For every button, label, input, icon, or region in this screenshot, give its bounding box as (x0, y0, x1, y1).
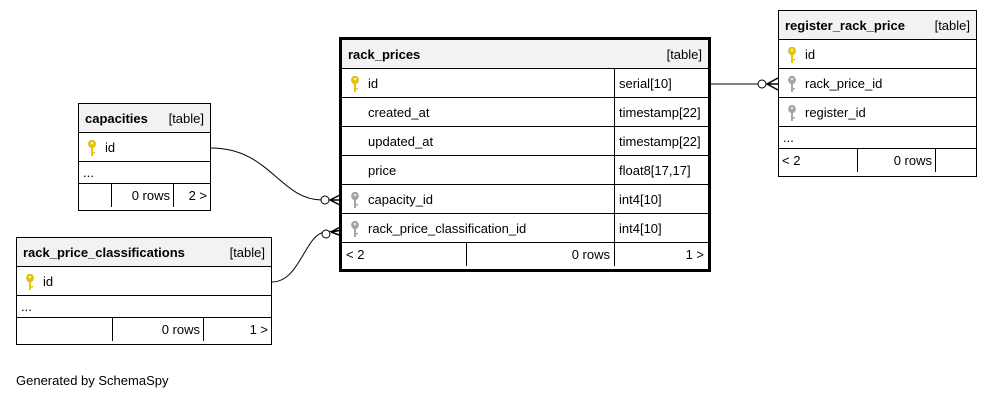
column-type: timestamp[22] (614, 98, 712, 126)
footer-parents: < 2 (782, 153, 801, 168)
column-row-capacity-id: capacity_id int4[10] (342, 185, 708, 214)
footer-children: 1 > (249, 322, 268, 337)
edge-end-circle (321, 229, 331, 239)
column-name: id (43, 274, 54, 289)
footer-rows: 0 rows (893, 153, 932, 168)
table-rack-price-classifications[interactable]: rack_price_classifications [table] id ..… (16, 237, 272, 345)
column-name: price (368, 163, 397, 178)
footer-rows: 0 rows (571, 247, 610, 262)
edge-classifications-to-rack-prices (271, 229, 343, 283)
table-kind: [table] (666, 47, 702, 62)
table-footer: < 2 0 rows 1 > (342, 243, 708, 266)
table-name: rack_price_classifications (23, 245, 185, 260)
column-name: rack_price_classification_id (368, 221, 527, 236)
column-name: created_at (368, 105, 430, 120)
foreign-key-icon (351, 221, 359, 237)
column-type: timestamp[22] (614, 127, 712, 155)
column-row-updated-at: updated_at timestamp[22] (342, 127, 708, 156)
footer-parents: < 2 (346, 247, 365, 262)
table-kind: [table] (229, 245, 265, 260)
column-row-price: price float8[17,17] (342, 156, 708, 185)
edge-crowfoot (766, 77, 779, 91)
footer-children: 2 > (188, 188, 207, 203)
table-name: capacities (85, 111, 148, 126)
table-header: capacities [table] (79, 104, 210, 133)
more-columns: ... (17, 296, 271, 318)
column-type: serial[10] (614, 69, 712, 97)
foreign-key-icon (788, 105, 796, 121)
column-row-id: id serial[10] (342, 69, 708, 98)
table-register-rack-price[interactable]: register_rack_price [table] id rack_pric… (778, 10, 977, 177)
column-row: id (17, 267, 271, 296)
column-name: register_id (805, 105, 866, 120)
table-kind: [table] (168, 111, 204, 126)
edge-end-circle (757, 79, 767, 89)
table-footer: 0 rows 2 > (79, 184, 210, 207)
column-name: capacity_id (368, 192, 434, 207)
more-columns: ... (79, 162, 210, 184)
column-type: float8[17,17] (614, 156, 712, 184)
table-kind: [table] (934, 18, 970, 33)
column-row-rack-price-id: rack_price_id (779, 69, 976, 98)
foreign-key-icon (351, 192, 359, 208)
column-row-register-id: register_id (779, 98, 976, 127)
column-name: updated_at (368, 134, 434, 149)
edge-end-circle (320, 195, 330, 205)
generated-by-caption: Generated by SchemaSpy (16, 373, 169, 388)
table-rack-prices[interactable]: rack_prices [table] id serial[10] create… (339, 37, 711, 272)
column-name: id (368, 76, 379, 91)
table-name: register_rack_price (785, 18, 905, 33)
table-header: register_rack_price [table] (779, 11, 976, 40)
primary-key-icon (26, 274, 34, 290)
column-row-rack-price-classification-id: rack_price_classification_id int4[10] (342, 214, 708, 243)
column-name: id (805, 47, 816, 62)
footer-children: 1 > (685, 247, 704, 262)
table-footer: < 2 0 rows (779, 149, 976, 172)
column-name: id (105, 140, 116, 155)
table-footer: 0 rows 1 > (17, 318, 271, 341)
primary-key-icon (88, 140, 96, 156)
column-row-id: id (779, 40, 976, 69)
table-header: rack_price_classifications [table] (17, 238, 271, 267)
primary-key-icon (788, 47, 796, 63)
footer-rows: 0 rows (161, 322, 200, 337)
foreign-key-icon (788, 76, 796, 92)
more-columns: ... (779, 127, 976, 149)
edge-capacities-to-rack-prices (210, 147, 342, 201)
column-row: id (79, 133, 210, 162)
table-capacities[interactable]: capacities [table] id ... 0 rows 2 > (78, 103, 211, 211)
column-type: int4[10] (614, 185, 712, 213)
footer-rows: 0 rows (131, 188, 170, 203)
column-row-created-at: created_at timestamp[22] (342, 98, 708, 127)
column-type: int4[10] (614, 214, 712, 242)
table-name: rack_prices (348, 47, 421, 62)
column-name: rack_price_id (805, 76, 883, 91)
table-header: rack_prices [table] (342, 40, 708, 69)
primary-key-icon (351, 76, 359, 92)
